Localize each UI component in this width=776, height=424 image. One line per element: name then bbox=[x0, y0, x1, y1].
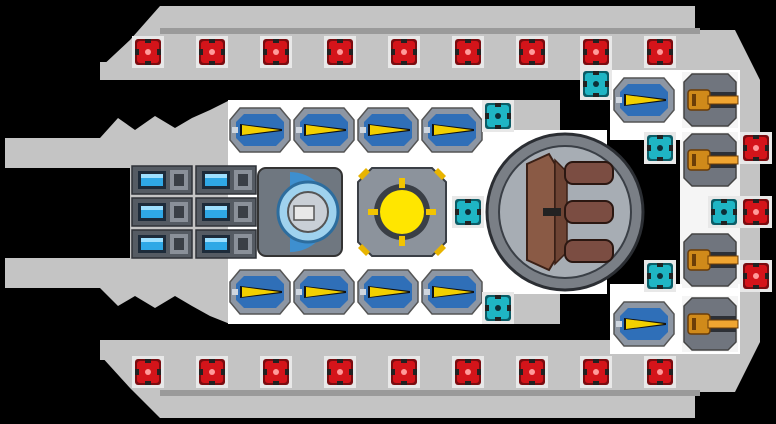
red-square-module-icon[interactable] bbox=[740, 260, 772, 292]
red-square-module-icon[interactable] bbox=[260, 356, 292, 388]
yellow-thruster-icon[interactable] bbox=[613, 301, 675, 347]
red-square-module-icon[interactable] bbox=[324, 356, 356, 388]
orange-gun-turret-icon[interactable] bbox=[681, 231, 739, 289]
yellow-thruster-icon[interactable] bbox=[293, 107, 355, 153]
yellow-thruster-icon[interactable] bbox=[229, 269, 291, 315]
red-square-module-icon[interactable] bbox=[452, 356, 484, 388]
cyan-square-module-icon[interactable] bbox=[644, 260, 676, 292]
red-square-module-icon[interactable] bbox=[644, 356, 676, 388]
red-square-module-icon[interactable] bbox=[452, 36, 484, 68]
red-square-module-icon[interactable] bbox=[260, 36, 292, 68]
blue-battery-cell-icon[interactable] bbox=[195, 197, 257, 227]
blue-battery-cell-icon[interactable] bbox=[195, 229, 257, 259]
red-square-module-icon[interactable] bbox=[324, 36, 356, 68]
blue-battery-cell-icon[interactable] bbox=[131, 229, 193, 259]
yellow-thruster-icon[interactable] bbox=[421, 107, 483, 153]
red-square-module-icon[interactable] bbox=[516, 36, 548, 68]
yellow-thruster-icon[interactable] bbox=[421, 269, 483, 315]
cockpit-dome-icon[interactable] bbox=[257, 167, 343, 257]
red-square-module-icon[interactable] bbox=[132, 36, 164, 68]
cyan-square-module-icon[interactable] bbox=[452, 196, 484, 228]
cyan-square-module-icon[interactable] bbox=[482, 100, 514, 132]
red-square-module-icon[interactable] bbox=[516, 356, 548, 388]
triple-barrel-cannon-icon[interactable] bbox=[485, 132, 645, 292]
red-square-module-icon[interactable] bbox=[196, 36, 228, 68]
cyan-square-module-icon[interactable] bbox=[580, 68, 612, 100]
red-square-module-icon[interactable] bbox=[740, 132, 772, 164]
blue-battery-cell-icon[interactable] bbox=[195, 165, 257, 195]
yellow-thruster-icon[interactable] bbox=[229, 107, 291, 153]
cyan-square-module-icon[interactable] bbox=[644, 132, 676, 164]
yellow-thruster-icon[interactable] bbox=[357, 269, 419, 315]
blue-battery-cell-icon[interactable] bbox=[131, 165, 193, 195]
red-square-module-icon[interactable] bbox=[132, 356, 164, 388]
yellow-thruster-icon[interactable] bbox=[613, 77, 675, 123]
orange-gun-turret-icon[interactable] bbox=[681, 71, 739, 129]
yellow-reactor-core-icon[interactable] bbox=[357, 167, 447, 257]
yellow-thruster-icon[interactable] bbox=[357, 107, 419, 153]
yellow-thruster-icon[interactable] bbox=[293, 269, 355, 315]
cyan-square-module-icon[interactable] bbox=[482, 292, 514, 324]
red-square-module-icon[interactable] bbox=[580, 36, 612, 68]
red-square-module-icon[interactable] bbox=[388, 36, 420, 68]
red-square-module-icon[interactable] bbox=[740, 196, 772, 228]
red-square-module-icon[interactable] bbox=[644, 36, 676, 68]
orange-gun-turret-icon[interactable] bbox=[681, 131, 739, 189]
red-square-module-icon[interactable] bbox=[580, 356, 612, 388]
cyan-square-module-icon[interactable] bbox=[708, 196, 740, 228]
red-square-module-icon[interactable] bbox=[196, 356, 228, 388]
blue-battery-cell-icon[interactable] bbox=[131, 197, 193, 227]
red-square-module-icon[interactable] bbox=[388, 356, 420, 388]
orange-gun-turret-icon[interactable] bbox=[681, 295, 739, 353]
